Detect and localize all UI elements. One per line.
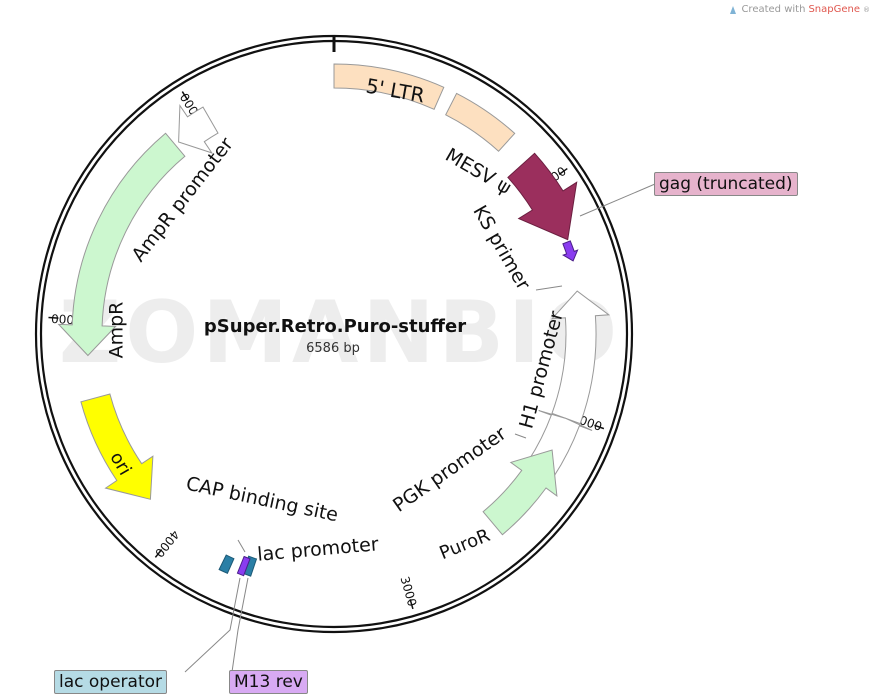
ks-primer-arrow [562,240,579,262]
tick-label-3000: 3000 [397,575,419,608]
snapgene-credit: Created with SnapGene® [728,4,870,15]
puror-label: PuroR [437,525,494,564]
tick-4000 [154,549,163,558]
cap-binding-site-mark [218,554,235,574]
ampr-arrow [57,132,186,357]
lac-operator-label: lac operator [54,670,168,694]
plasmid-size: 6586 bp [306,341,360,356]
credit-mark: ® [863,5,870,14]
ori-arrow [80,393,154,500]
tick-3000 [409,599,414,610]
ltr-segment-1 [333,63,445,110]
plasmid-name: pSuper.Retro.Puro-stuffer [204,316,466,337]
ks-primer-leader [535,285,563,291]
credit-brand: SnapGene [808,4,860,15]
tick-5000 [48,316,59,319]
tick-1000 [558,167,568,175]
pgk-promoter-label: PGK promoter [389,422,511,516]
lac-operator-leader-line [184,577,241,673]
watermark: ZOMANBIO [59,283,621,383]
lac-promoter-label: lac promoter [256,533,379,566]
m13-rev-leader-line [231,577,249,673]
m13-rev-label: M13 rev [229,670,308,694]
h1-leader [514,433,527,439]
tick-6000 [181,91,189,101]
snapgene-logo-icon [730,5,737,14]
gag-arrow [507,152,578,241]
m13-rev-mark [236,555,251,577]
cap-label: CAP binding site [184,473,340,527]
mesv-label: MESV ψ [442,144,515,199]
gag-truncated-label: gag (truncated) [654,172,798,196]
ampr-promoter-arrow [178,104,219,154]
tick-2000 [594,424,605,430]
gag-leader-line [579,183,656,217]
credit-prefix: Created with [741,4,806,15]
ampr-label: AmpR [106,302,128,359]
puror-arrow [482,449,558,536]
ltr-segment-2 [445,92,516,152]
h1-promoter-arrow [550,290,611,425]
cap-leader [237,539,246,553]
